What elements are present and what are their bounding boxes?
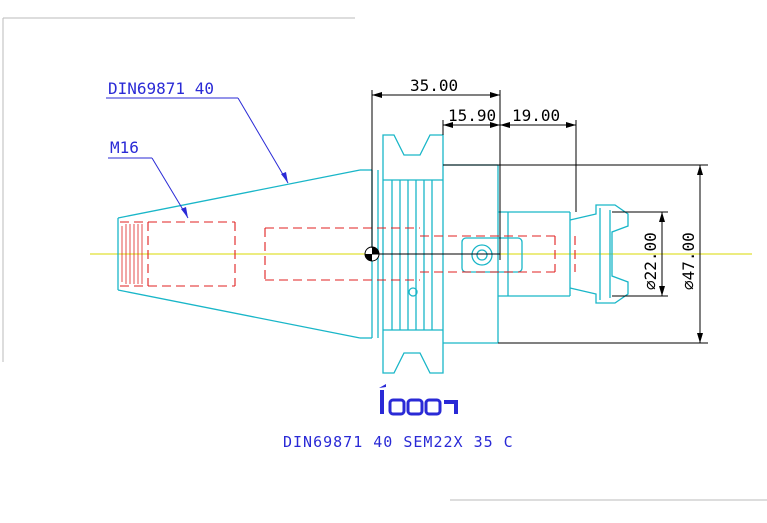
taper-shank: [117, 169, 379, 339]
dim-center-to-end: 19.00: [512, 106, 560, 125]
iscar-logo: [379, 384, 458, 416]
dimension-arrows: [372, 92, 703, 343]
taper-label: DIN69871 40: [108, 79, 214, 98]
hidden-lines: [120, 221, 576, 287]
dim-flange-to-center: 15.90: [448, 106, 496, 125]
dimension-lines: [371, 90, 708, 344]
reference-marker: [364, 246, 500, 262]
part-designation: DIN69871 40 SEM22X 35 C: [283, 433, 514, 451]
thread-label: M16: [110, 138, 139, 157]
dim-outer-diameter: ⌀47.00: [679, 232, 698, 290]
thread-leader-arrow: [181, 207, 188, 218]
sheet-border: [2, 17, 767, 501]
thread-hatch: [121, 224, 143, 284]
dim-bore-diameter: ⌀22.00: [641, 232, 660, 290]
dim-overall-length: 35.00: [410, 76, 458, 95]
taper-leader-arrow: [281, 172, 288, 183]
taper-leader: [106, 97, 289, 184]
thread-leader: [108, 157, 189, 219]
